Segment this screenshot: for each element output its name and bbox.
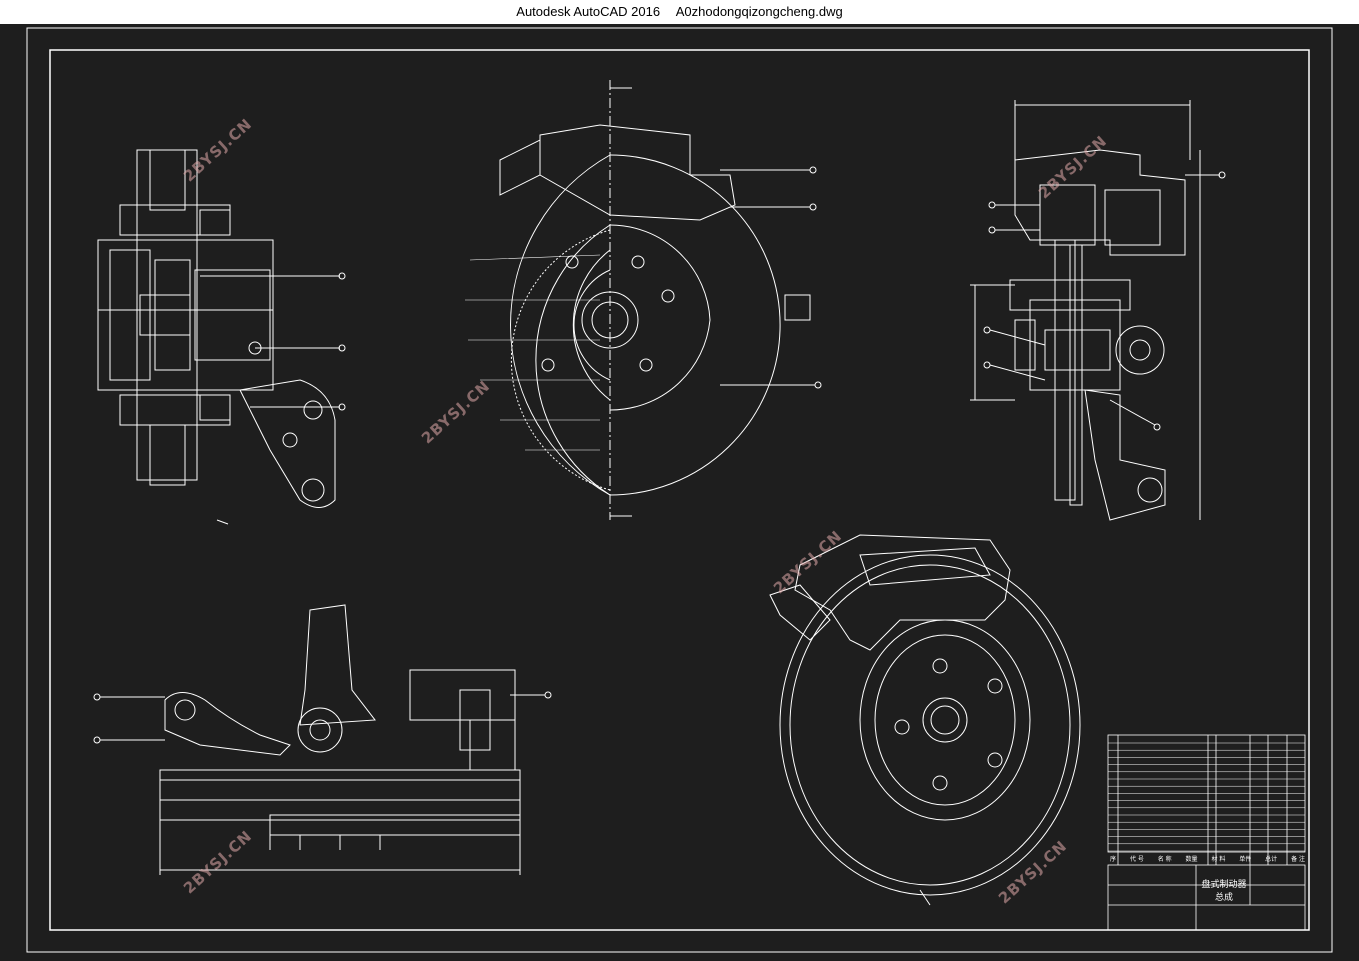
window-title-bar: Autodesk AutoCAD 2016 A0zhodongqizongche… [0, 0, 1359, 24]
outer-border [26, 27, 1333, 953]
drawing-title: 盘式制动器总成 [1201, 880, 1247, 903]
inner-border [49, 49, 1310, 931]
file-name: A0zhodongqizongcheng.dwg [675, 4, 843, 19]
header-col: 数量 [1185, 856, 1198, 863]
caliper-side-view [97, 149, 346, 525]
disc-front-view [465, 80, 822, 520]
section-view [970, 100, 1226, 521]
top-view [93, 604, 552, 875]
header-col: 单件 [1239, 856, 1252, 863]
header-col: 材 料 [1211, 856, 1226, 863]
parts-list-header: 序 代 号 名 称 数量 材 料 单件 总计 备 注 [1110, 854, 1305, 866]
header-col: 代 号 [1129, 856, 1144, 863]
header-col: 名 称 [1157, 856, 1172, 863]
header-col: 序 [1110, 856, 1117, 863]
header-col: 备 注 [1291, 856, 1305, 863]
app-title: Autodesk AutoCAD 2016 [516, 4, 661, 19]
drawing-canvas[interactable]: 盘式制动器总成 序 代 号 名 称 数量 材 料 单件 总计 备 注 2BYSJ… [0, 24, 1359, 961]
isometric-view [769, 534, 1081, 906]
parts-list-rows [1108, 742, 1305, 852]
header-col: 总计 [1265, 856, 1278, 863]
cad-drawing [26, 27, 1333, 953]
